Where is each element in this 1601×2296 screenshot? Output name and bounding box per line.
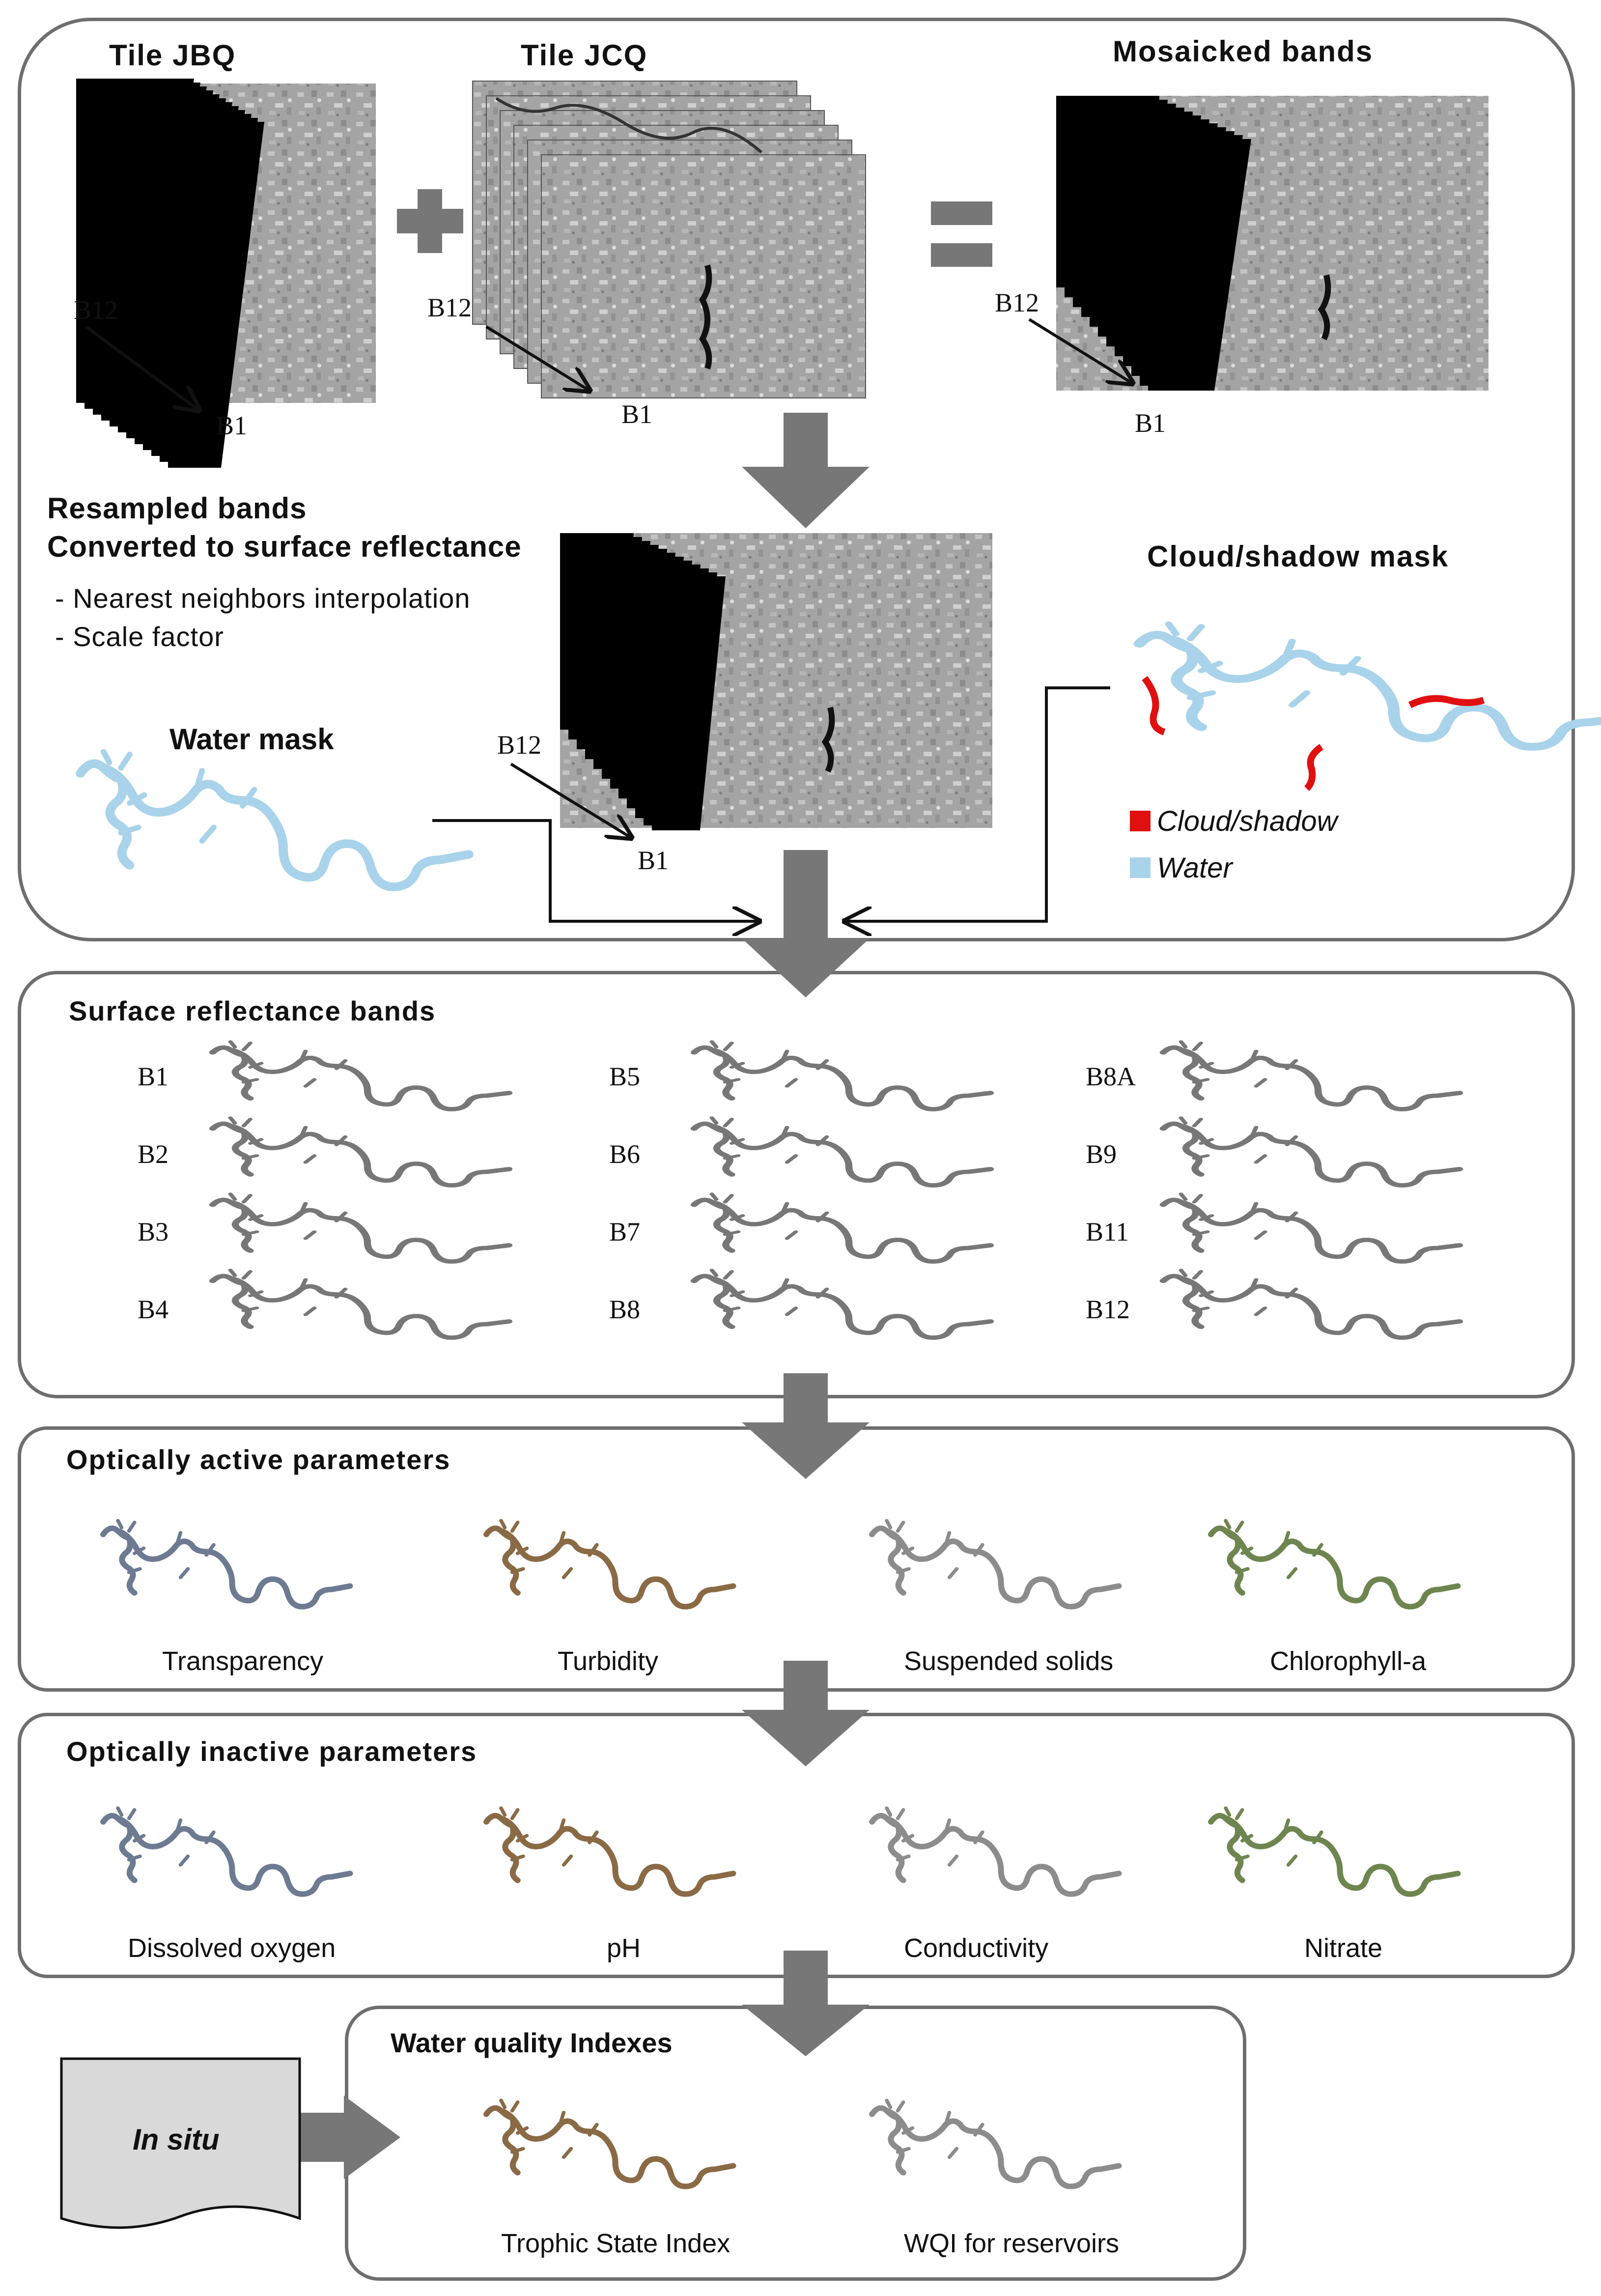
band-label-b8a: B8A <box>1086 1062 1136 1091</box>
tile-jcq-title: Tile JCQ <box>521 39 648 72</box>
resampled-stack <box>560 533 992 830</box>
in-situ-document-icon <box>60 2057 301 2229</box>
converted-title: Converted to surface reflectance <box>47 530 522 563</box>
flow-arrow-3 <box>742 1373 870 1479</box>
band-label-b2: B2 <box>138 1139 169 1169</box>
band-arrow-jcq <box>485 325 590 391</box>
cloud-mask-title: Cloud/shadow mask <box>1147 540 1449 573</box>
band-arrow-jbq <box>85 325 199 410</box>
flow-arrow-5 <box>742 1951 870 2056</box>
band-label-b7: B7 <box>609 1217 641 1247</box>
mosaic-b1-label: B1 <box>1135 408 1166 438</box>
caption-transparency: Transparency <box>162 1646 324 1676</box>
in-situ-label: In situ <box>133 2123 220 2156</box>
jcq-b1-label: B1 <box>621 399 653 429</box>
mosaicked-stack <box>1056 96 1489 391</box>
surface-title: Surface reflectance bands <box>69 995 436 1026</box>
jcq-b12-label: B12 <box>427 293 472 322</box>
band-label-b12: B12 <box>1086 1295 1130 1324</box>
jbq-b1-label: B1 <box>216 411 248 440</box>
band-label-b4: B4 <box>138 1295 169 1324</box>
tile-jbq-stack <box>76 79 376 468</box>
flow-arrow-2 <box>742 850 870 997</box>
indexes-title: Water quality Indexes <box>391 2027 673 2058</box>
resampled-b12-label: B12 <box>497 730 542 760</box>
band-label-b5: B5 <box>609 1062 641 1091</box>
mosaic-b12-label: B12 <box>995 288 1039 317</box>
caption-trophic-state-index: Trophic State Index <box>501 2229 730 2258</box>
caption-turbidity: Turbidity <box>558 1646 659 1676</box>
plus-icon <box>397 189 463 253</box>
legend-cloud-swatch <box>1130 811 1151 831</box>
water-mask-map <box>81 752 469 887</box>
legend-cloud-label: Cloud/shadow <box>1157 805 1338 837</box>
in-situ-arrow <box>290 2096 400 2179</box>
index-maps <box>486 2100 1119 2186</box>
band-label-b9: B9 <box>1086 1139 1117 1169</box>
water-mask-connector <box>432 819 759 921</box>
legend-water-label: Water <box>1157 852 1233 884</box>
resampled-b1-label: B1 <box>638 846 669 875</box>
legend-water-swatch <box>1130 857 1151 878</box>
active-parameter-maps <box>103 1521 1458 1607</box>
resampled-title: Resampled bands <box>47 492 307 525</box>
jbq-b12-label: B12 <box>74 295 118 325</box>
mosaicked-title: Mosaicked bands <box>1113 35 1374 68</box>
caption-chlorophyll: Chlorophyll-a <box>1270 1646 1427 1676</box>
water-mask-title: Water mask <box>169 723 334 756</box>
caption-wqi-reservoirs: WQI for reservoirs <box>904 2229 1120 2258</box>
caption-nitrate: Nitrate <box>1304 1933 1383 1963</box>
surface-band-maps <box>213 1042 1460 1338</box>
band-arrow-resampled <box>510 763 631 838</box>
bullet-interpolation: - Nearest neighbors interpolation <box>55 583 471 614</box>
cloud-shadow-mask-map <box>1140 624 1601 791</box>
tile-jbq-title: Tile JBQ <box>109 39 236 72</box>
water-quality-indexes-panel <box>345 2006 1246 2281</box>
bullet-scale-factor: - Scale factor <box>55 621 224 652</box>
cloud-mask-connector <box>845 686 1110 921</box>
surface-reflectance-panel <box>18 971 1575 1398</box>
inactive-title: Optically inactive parameters <box>66 1736 477 1767</box>
flow-arrow-4 <box>742 1661 870 1766</box>
band-label-b11: B11 <box>1086 1217 1129 1247</box>
active-title: Optically active parameters <box>66 1444 451 1475</box>
tile-jcq-stack <box>472 81 866 398</box>
flow-arrow-1 <box>742 413 870 528</box>
caption-suspended-solids: Suspended solids <box>904 1646 1114 1676</box>
band-label-b6: B6 <box>609 1139 641 1169</box>
band-arrow-mosaic <box>1028 318 1132 383</box>
caption-conductivity: Conductivity <box>904 1933 1049 1963</box>
equals-icon <box>931 201 992 267</box>
inactive-parameter-maps <box>103 1808 1458 1894</box>
caption-ph: pH <box>607 1933 641 1963</box>
caption-dissolved-oxygen: Dissolved oxygen <box>128 1933 336 1963</box>
band-label-b3: B3 <box>138 1217 169 1247</box>
band-label-b8: B8 <box>609 1295 641 1324</box>
band-label-b1: B1 <box>138 1062 169 1091</box>
